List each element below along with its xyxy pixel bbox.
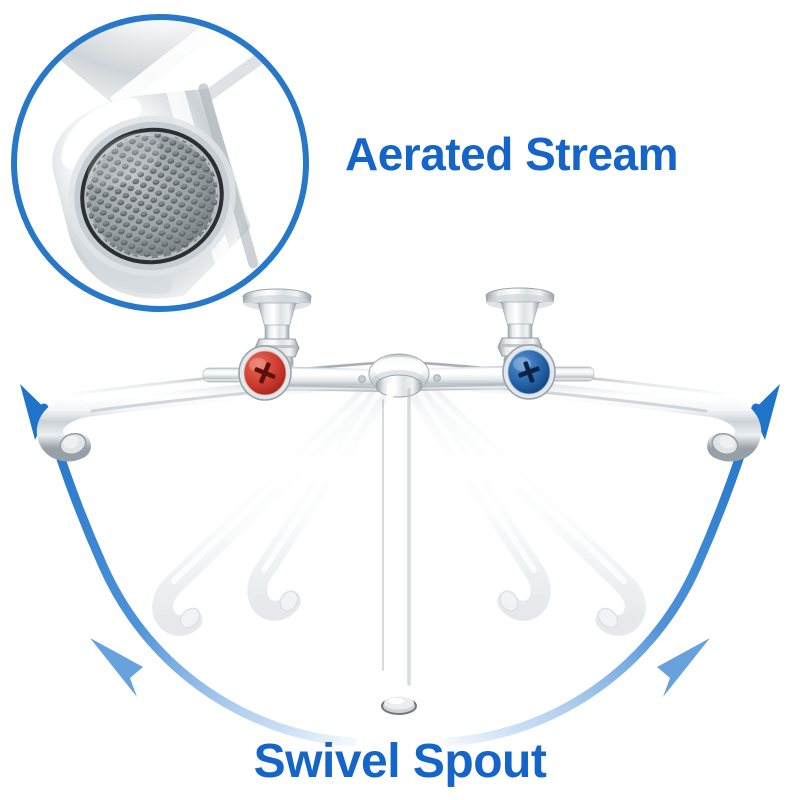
ghost-spout-positions <box>152 370 646 636</box>
ghost-spout-right-outer <box>404 370 646 636</box>
ghost-spout-right-inner <box>401 373 551 621</box>
swivel-spout-label: Swivel Spout <box>253 735 547 788</box>
valve-assembly-left <box>242 288 312 368</box>
ghost-spout-left-outer <box>152 370 394 636</box>
phillips-screw-icon <box>518 361 540 383</box>
cold-valve-indicator[interactable] <box>502 344 556 400</box>
hot-valve-indicator[interactable] <box>238 345 292 401</box>
aerator-closeup-inset <box>11 14 309 312</box>
ghost-spout-left-inner <box>247 373 397 621</box>
phillips-screw-icon <box>254 362 276 384</box>
aerated-stream-label: Aerated Stream <box>345 128 679 180</box>
spout-vertical-down <box>381 356 417 715</box>
